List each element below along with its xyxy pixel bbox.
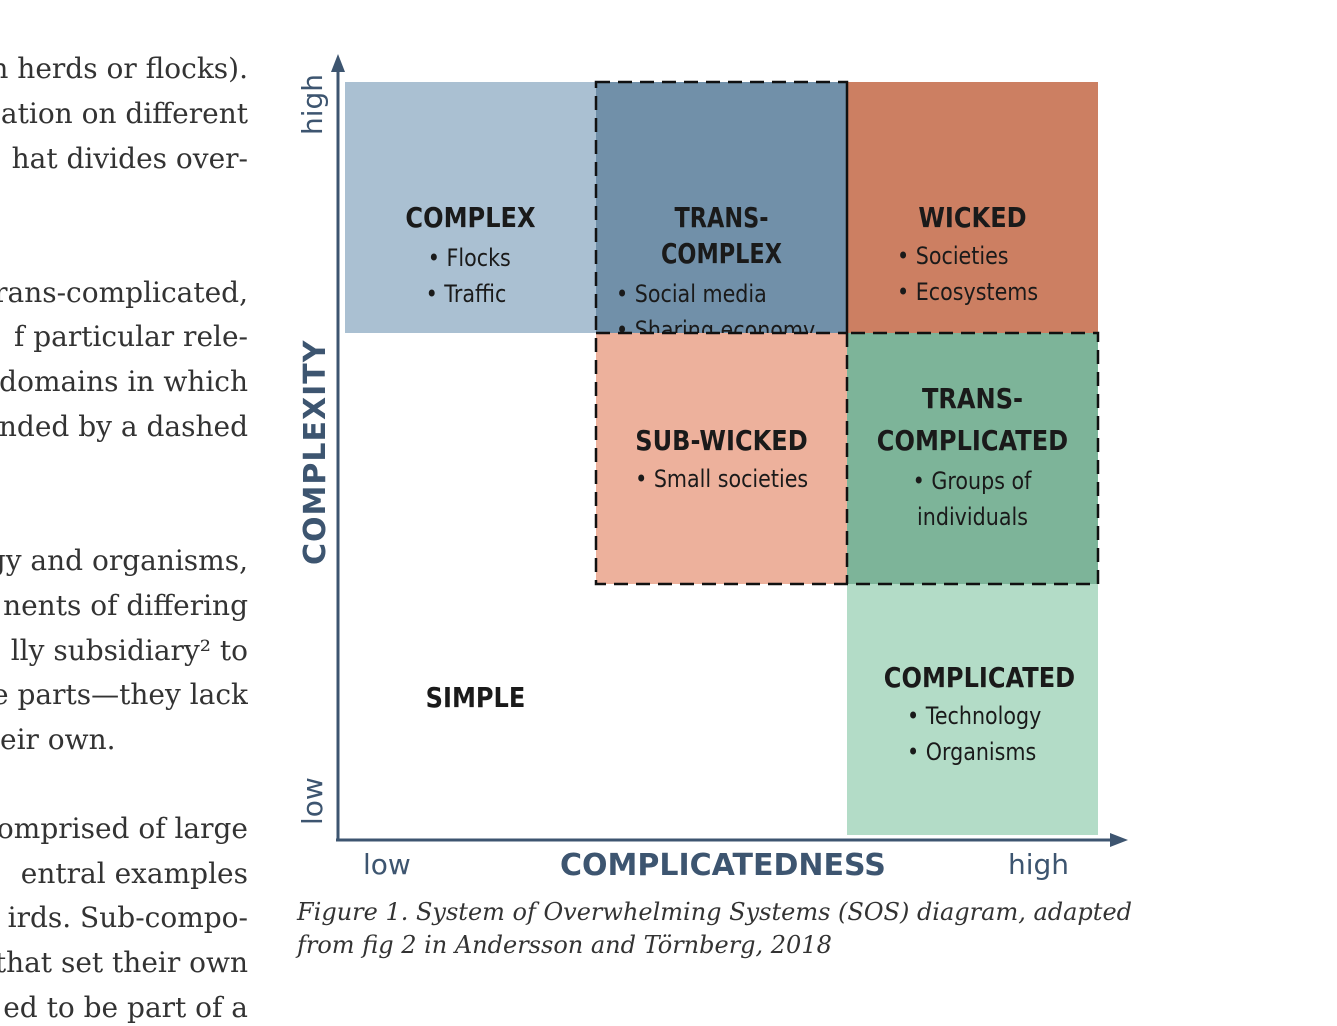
text-line: ed to be part of a [3,991,248,1024]
x-axis-low-label: low [363,848,411,881]
quadrant-item: • Flocks [427,244,512,272]
quadrant-item: • Organisms [907,738,1037,766]
dashed-boundary [594,80,1100,586]
text-line: e parts—they lack [0,678,248,711]
quadrant-title: COMPLICATED [876,424,1069,457]
text-line: ation on different [0,97,248,130]
quadrant-complicated: COMPLICATED • Technology • Organisms [847,584,1098,835]
text-line: gy and organisms, [0,544,248,577]
y-axis-title: COMPLEXITY [298,339,333,565]
text-line: irds. Sub-compo- [7,901,248,934]
text-line: nents of differing [3,589,248,622]
text-line: lly subsidiary² to [10,634,248,667]
text-line: nded by a dashed [0,410,248,443]
quadrant-item: • Societies [897,242,1009,270]
x-axis-title: COMPLICATEDNESS [560,848,886,883]
quadrant-item: • Social media [616,280,767,308]
quadrant-item: • Ecosystems [897,278,1039,306]
quadrant-sub-wicked: SUB-WICKED • Small societies [596,333,847,584]
quadrant-wicked: WICKED • Societies • Ecosystems [847,82,1098,333]
y-axis-arrow [331,54,345,72]
quadrant-title: WICKED [918,201,1027,234]
quadrant-title: COMPLICATED [883,661,1076,694]
quadrant-item: • Small societies [634,465,809,493]
body-text-column: n herds or flocks). ation on different h… [0,0,248,1026]
text-line: n herds or flocks). [0,52,248,85]
quadrant-title: TRANS- [921,382,1024,415]
quadrant-title: SIMPLE [425,681,526,714]
diagram-overlay [331,54,1128,847]
sos-diagram: COMPLEX • Flocks • Traffic TRANS-COMPLEX… [290,40,1170,920]
text-line: entral examples [20,857,248,890]
quadrant-simple: SIMPLE [345,584,596,835]
quadrant-trans-complex: TRANS-COMPLEX • Social media • Sharing e… [596,82,847,344]
y-axis-high-label: high [296,73,329,135]
quadrant-title: SUB-WICKED [635,424,808,457]
text-line: eir own. [0,723,116,756]
quadrant-item: • Groups of [913,467,1032,495]
text-line: domains in which [0,365,248,398]
quadrant-item: individuals [917,503,1028,531]
quadrant-item: • Traffic [425,280,506,308]
x-axis-high-label: high [1008,848,1070,881]
figure-caption: Figure 1. System of Overwhelming Systems… [297,896,1167,962]
text-line: hat divides over- [11,142,248,175]
quadrant-title: TRANS-COMPLEX [660,201,783,270]
y-axis-low-label: low [296,777,329,825]
quadrant-title: COMPLEX [405,201,536,234]
text-line: that set their own [0,946,248,979]
quadrant-trans-complicated: TRANS- COMPLICATED • Groups of individua… [847,333,1098,584]
caption-line: from fig 2 in Andersson and Törnberg, 20… [297,931,832,959]
caption-line: Figure 1. System of Overwhelming Systems… [297,898,1133,926]
text-line: rans-complicated, [0,276,248,309]
text-line: omprised of large [0,812,248,845]
quadrant-complex: COMPLEX • Flocks • Traffic [345,82,596,333]
text-line: f particular rele- [13,320,248,353]
quadrant-item: • Technology [907,702,1042,730]
x-axis-arrow [1110,833,1128,847]
